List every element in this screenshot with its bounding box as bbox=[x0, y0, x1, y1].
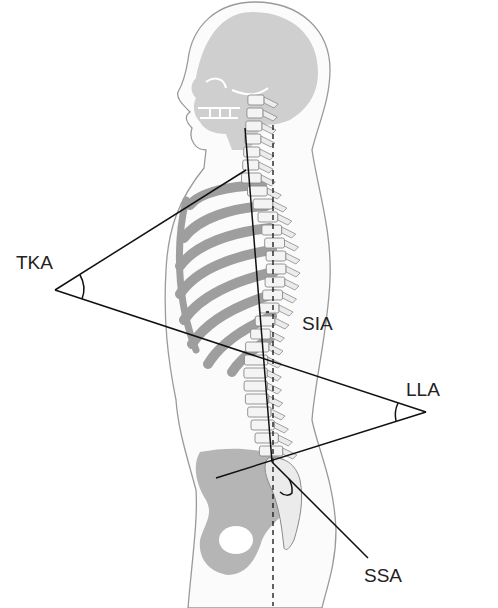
spinous-process bbox=[259, 162, 273, 173]
skull-detail bbox=[198, 79, 268, 118]
vertebra-body bbox=[244, 381, 267, 391]
spinous-process bbox=[278, 214, 292, 225]
angle-label: SSA bbox=[364, 566, 402, 585]
tka-arc bbox=[80, 275, 84, 299]
vertebra-body bbox=[245, 394, 268, 404]
lla-arc bbox=[395, 403, 398, 421]
spinous-process bbox=[279, 305, 293, 316]
spinous-process bbox=[283, 292, 297, 303]
vertebra-body bbox=[251, 420, 274, 430]
spinous-process bbox=[285, 240, 299, 251]
spinous-process bbox=[282, 227, 296, 238]
spinous-process bbox=[278, 435, 292, 446]
spinous-process bbox=[275, 318, 289, 329]
sia-arc bbox=[266, 311, 269, 313]
sia-line bbox=[245, 128, 272, 462]
ssa-leader bbox=[272, 462, 368, 558]
vertebra-body bbox=[255, 433, 278, 443]
vertebra-body bbox=[258, 212, 278, 222]
sacrum bbox=[265, 458, 302, 550]
ssa-arc bbox=[280, 479, 292, 495]
vertebra-body bbox=[266, 264, 286, 274]
spinous-process bbox=[285, 279, 299, 290]
vertebra-body bbox=[247, 108, 263, 118]
vertebrae bbox=[242, 95, 301, 459]
vertebra-body bbox=[248, 95, 264, 105]
vertebra-body bbox=[266, 251, 286, 261]
vertebra-body bbox=[242, 173, 262, 183]
vertebra-body bbox=[262, 225, 282, 235]
angle-label: LLA bbox=[406, 380, 440, 399]
spinous-process bbox=[268, 383, 282, 394]
vertebra-body bbox=[255, 316, 275, 326]
vertebra-body bbox=[265, 238, 285, 248]
spinous-process bbox=[264, 97, 278, 108]
vertebra-body bbox=[265, 277, 285, 287]
spinous-process bbox=[269, 396, 283, 407]
spinous-process bbox=[267, 370, 281, 381]
vertebra-body bbox=[259, 303, 279, 313]
spinous-process bbox=[274, 422, 288, 433]
vertebra-body bbox=[246, 121, 262, 131]
vertebra-body bbox=[253, 199, 273, 209]
tka-lla-line bbox=[55, 290, 426, 412]
spinous-process bbox=[273, 201, 287, 212]
vertebra-body bbox=[246, 342, 269, 352]
plumb-line bbox=[272, 125, 273, 606]
spinous-process bbox=[269, 344, 283, 355]
vertebra-body bbox=[251, 329, 271, 339]
spinous-process bbox=[262, 123, 276, 134]
spinous-process bbox=[263, 110, 277, 121]
obturator-foramen bbox=[219, 526, 253, 554]
angle-label: SIA bbox=[302, 314, 333, 333]
sacral-plate-line bbox=[216, 412, 426, 478]
spinous-process bbox=[260, 149, 274, 160]
spinous-process bbox=[286, 266, 300, 277]
vertebra-body bbox=[245, 134, 261, 144]
spinous-process bbox=[267, 188, 281, 199]
spinous-process bbox=[286, 253, 300, 264]
body-outline bbox=[165, 2, 336, 608]
skull bbox=[192, 12, 319, 150]
vertebra-body bbox=[243, 160, 259, 170]
tka-upper-line bbox=[55, 170, 246, 290]
angle-label: TKA bbox=[16, 253, 53, 272]
